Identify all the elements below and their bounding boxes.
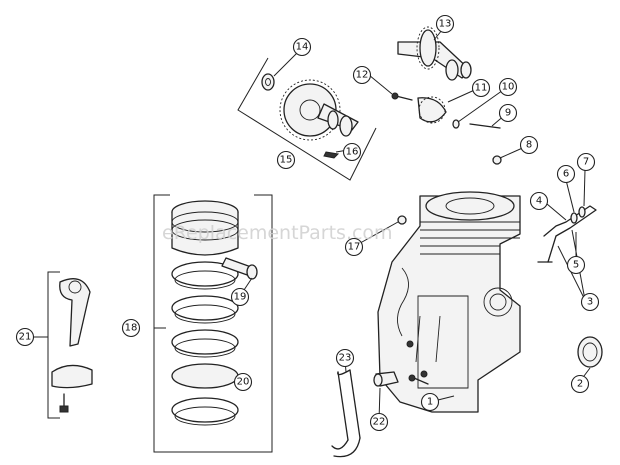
callout-18: 18 (121, 318, 141, 338)
pin-17 (397, 215, 407, 225)
callout-1: 1 (420, 392, 440, 412)
watermark: eReplacementParts.com (162, 222, 393, 244)
engine-block (377, 191, 521, 413)
svg-text:15: 15 (280, 155, 293, 166)
callout-8: 8 (519, 135, 539, 155)
svg-text:18: 18 (125, 323, 138, 334)
svg-text:2: 2 (577, 379, 583, 390)
callout-12: 12 (352, 65, 372, 85)
callout-20: 20 (233, 372, 253, 392)
svg-text:10: 10 (502, 82, 515, 93)
svg-text:17: 17 (348, 242, 361, 253)
svg-text:1: 1 (427, 397, 433, 408)
callout-11: 11 (471, 78, 491, 98)
svg-text:3: 3 (587, 297, 593, 308)
bolt-8 (492, 155, 502, 165)
svg-text:16: 16 (346, 147, 359, 158)
callout-13: 13 (435, 14, 455, 34)
callout-3: 3 (580, 292, 600, 312)
callout-14: 14 (292, 37, 312, 57)
connecting-rod-group (47, 271, 93, 419)
svg-text:7: 7 (583, 157, 589, 168)
callout-17: 17 (344, 237, 364, 257)
callout-6: 6 (556, 164, 576, 184)
callout-22: 22 (369, 412, 389, 432)
callout-4: 4 (529, 191, 549, 211)
svg-text:19: 19 (234, 292, 247, 303)
svg-text:14: 14 (296, 42, 309, 53)
callout-7: 7 (576, 152, 596, 172)
callout-23: 23 (335, 348, 355, 368)
svg-text:5: 5 (573, 260, 579, 271)
callout-15: 15 (276, 150, 296, 170)
callout-2: 2 (570, 374, 590, 394)
callout-19: 19 (230, 287, 250, 307)
svg-text:23: 23 (339, 353, 352, 364)
camshaft-gear-assembly (237, 57, 377, 181)
oil-seal (577, 336, 603, 368)
dipstick-tube-group (331, 369, 429, 458)
svg-text:13: 13 (439, 19, 452, 30)
svg-text:6: 6 (563, 169, 569, 180)
governor-linkage (537, 205, 597, 263)
callout-9: 9 (498, 103, 518, 123)
svg-text:4: 4 (536, 196, 542, 207)
callout-5: 5 (566, 255, 586, 275)
callout-16: 16 (342, 142, 362, 162)
svg-text:20: 20 (237, 377, 250, 388)
callout-21: 21 (15, 327, 35, 347)
svg-text:9: 9 (505, 108, 511, 119)
callout-10: 10 (498, 77, 518, 97)
svg-text:21: 21 (19, 332, 32, 343)
upper-shaft-assembly (391, 26, 501, 129)
svg-text:8: 8 (526, 140, 532, 151)
svg-text:22: 22 (373, 417, 386, 428)
piston-rings (171, 261, 239, 426)
svg-text:11: 11 (475, 83, 488, 94)
svg-text:12: 12 (356, 70, 369, 81)
